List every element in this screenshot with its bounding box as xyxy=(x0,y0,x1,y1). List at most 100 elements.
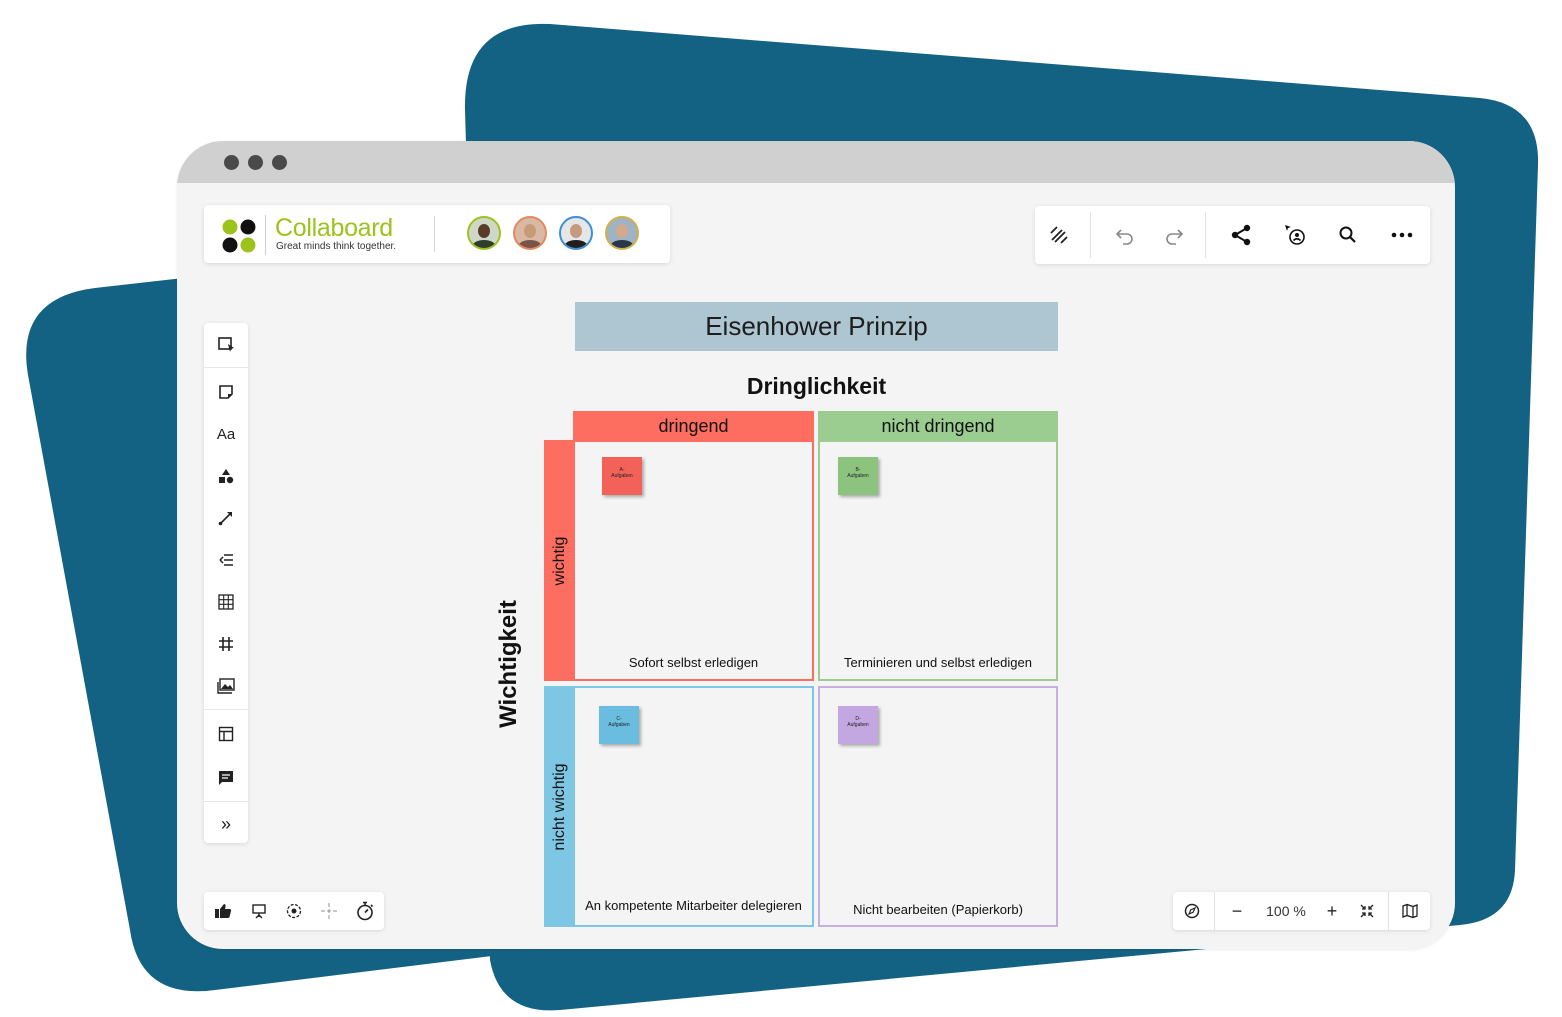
row-header-not-important[interactable]: nicht wichtig xyxy=(544,686,575,927)
y-axis-label[interactable]: Wichtigkeit xyxy=(495,600,522,728)
top-toolbar xyxy=(1035,206,1430,264)
column-header-not-urgent[interactable]: nicht dringend xyxy=(818,411,1058,441)
avatar-divider xyxy=(434,216,435,252)
presentation-button[interactable] xyxy=(245,897,273,925)
collaboard-logo-icon xyxy=(222,219,256,253)
app-tagline: Great minds think together. xyxy=(276,241,397,252)
window-dot-2[interactable] xyxy=(248,155,263,170)
window-dot-3[interactable] xyxy=(272,155,287,170)
focus-button[interactable] xyxy=(280,897,308,925)
bottom-left-toolbar xyxy=(204,892,384,930)
column-header-urgent[interactable]: dringend xyxy=(573,411,814,441)
zoom-divider xyxy=(1214,892,1215,930)
comment-tool-button[interactable] xyxy=(211,763,241,793)
search-button[interactable] xyxy=(1333,220,1363,250)
vote-button[interactable] xyxy=(209,897,237,925)
left-toolbar-divider xyxy=(204,367,248,368)
share-icon xyxy=(1231,224,1251,246)
select-frame-icon xyxy=(218,337,234,352)
sticky-note-d[interactable]: D- Aufgaben xyxy=(838,706,878,744)
zoom-in-button[interactable]: + xyxy=(1326,900,1338,921)
undo-icon xyxy=(1115,229,1133,245)
follow-user-button[interactable] xyxy=(1280,220,1310,250)
quadrant-c[interactable]: C- Aufgaben An kompetente Mitarbeiter de… xyxy=(573,686,814,927)
connector-tool-button[interactable] xyxy=(211,503,241,533)
presentation-icon xyxy=(252,904,266,919)
pen-icon xyxy=(1050,226,1068,244)
quadrant-c-caption: An kompetente Mitarbeiter delegieren xyxy=(585,898,802,913)
media-tool-button[interactable] xyxy=(211,671,241,701)
select-tool-button[interactable] xyxy=(211,329,241,359)
table-tool-button[interactable] xyxy=(211,587,241,617)
arrow-line-icon xyxy=(218,512,232,526)
focus-target-icon xyxy=(286,903,302,919)
left-toolbar: Aa » xyxy=(204,323,248,843)
window-titlebar xyxy=(177,141,1455,183)
quadrant-d[interactable]: D- Aufgaben Nicht bearbeiten (Papierkorb… xyxy=(818,686,1058,927)
stopwatch-icon xyxy=(357,901,374,921)
row-header-not-important-label: nicht wichtig xyxy=(550,762,568,851)
x-axis-label[interactable]: Dringlichkeit xyxy=(746,373,887,399)
left-toolbar-divider-3 xyxy=(204,801,248,802)
left-toolbar-divider-2 xyxy=(204,709,248,710)
share-button[interactable] xyxy=(1226,220,1256,250)
templates-tool-button[interactable] xyxy=(211,719,241,749)
comment-icon xyxy=(219,771,233,785)
row-header-important-label: wichtig xyxy=(550,536,568,585)
app-name: Collaboard xyxy=(275,214,393,242)
zoom-out-button[interactable]: − xyxy=(1231,900,1243,921)
follow-user-icon xyxy=(1285,225,1305,245)
toolbar-divider xyxy=(1090,212,1091,258)
quadrant-a[interactable]: A- Aufgaben Sofort selbst erledigen xyxy=(573,440,814,681)
redo-button[interactable] xyxy=(1159,220,1189,250)
user-avatar-2[interactable] xyxy=(513,216,547,250)
zoom-level: 100 % xyxy=(1266,903,1306,919)
redo-icon xyxy=(1166,229,1184,245)
spread-button[interactable] xyxy=(315,897,343,925)
expand-toolbar-button[interactable]: » xyxy=(220,813,231,834)
quadrant-d-caption: Nicht bearbeiten (Papierkorb) xyxy=(853,902,1023,917)
sticky-note-tool-button[interactable] xyxy=(211,377,241,407)
zoom-divider-2 xyxy=(1388,892,1389,930)
navigate-button[interactable] xyxy=(1178,897,1206,925)
more-icon xyxy=(1391,232,1413,238)
user-avatar-4[interactable] xyxy=(605,216,639,250)
text-tool-button[interactable]: Aa xyxy=(216,425,236,443)
frame-tool-button[interactable] xyxy=(211,629,241,659)
sticky-note-icon xyxy=(219,385,233,399)
pen-button[interactable] xyxy=(1044,220,1074,250)
fit-screen-button[interactable] xyxy=(1353,897,1381,925)
fit-to-screen-icon xyxy=(1360,904,1374,918)
table-grid-icon xyxy=(218,594,234,610)
timer-button[interactable] xyxy=(351,897,379,925)
more-button[interactable] xyxy=(1387,220,1417,250)
search-icon xyxy=(1339,226,1356,243)
shapes-icon xyxy=(219,469,234,484)
window-dot-1[interactable] xyxy=(224,155,239,170)
mindmap-tool-button[interactable] xyxy=(211,545,241,575)
image-gallery-icon xyxy=(217,678,235,694)
quadrant-b-caption: Terminieren und selbst erledigen xyxy=(844,655,1032,670)
user-avatar-3[interactable] xyxy=(559,216,593,250)
logo-divider xyxy=(265,215,266,255)
template-layout-icon xyxy=(218,726,234,742)
mindmap-icon xyxy=(219,554,233,566)
map-icon xyxy=(1402,903,1418,919)
compass-icon xyxy=(1184,903,1200,919)
thumbs-up-icon xyxy=(215,904,232,918)
row-header-important[interactable]: wichtig xyxy=(544,440,575,681)
toolbar-divider-2 xyxy=(1205,212,1206,258)
move-arrows-icon xyxy=(321,903,337,919)
bottom-right-toolbar: − 100 % + xyxy=(1173,892,1430,930)
frame-hash-icon xyxy=(219,637,233,651)
quadrant-b[interactable]: B- Aufgaben Terminieren und selbst erled… xyxy=(818,440,1058,681)
shapes-tool-button[interactable] xyxy=(211,461,241,491)
sticky-note-a[interactable]: A- Aufgaben xyxy=(602,457,642,495)
undo-button[interactable] xyxy=(1110,220,1140,250)
sticky-note-c[interactable]: C- Aufgaben xyxy=(599,706,639,744)
quadrant-a-caption: Sofort selbst erledigen xyxy=(628,655,759,670)
minimap-button[interactable] xyxy=(1396,897,1424,925)
sticky-note-b[interactable]: B- Aufgaben xyxy=(838,457,878,495)
user-avatar-1[interactable] xyxy=(467,216,501,250)
board-title[interactable]: Eisenhower Prinzip xyxy=(575,302,1058,351)
